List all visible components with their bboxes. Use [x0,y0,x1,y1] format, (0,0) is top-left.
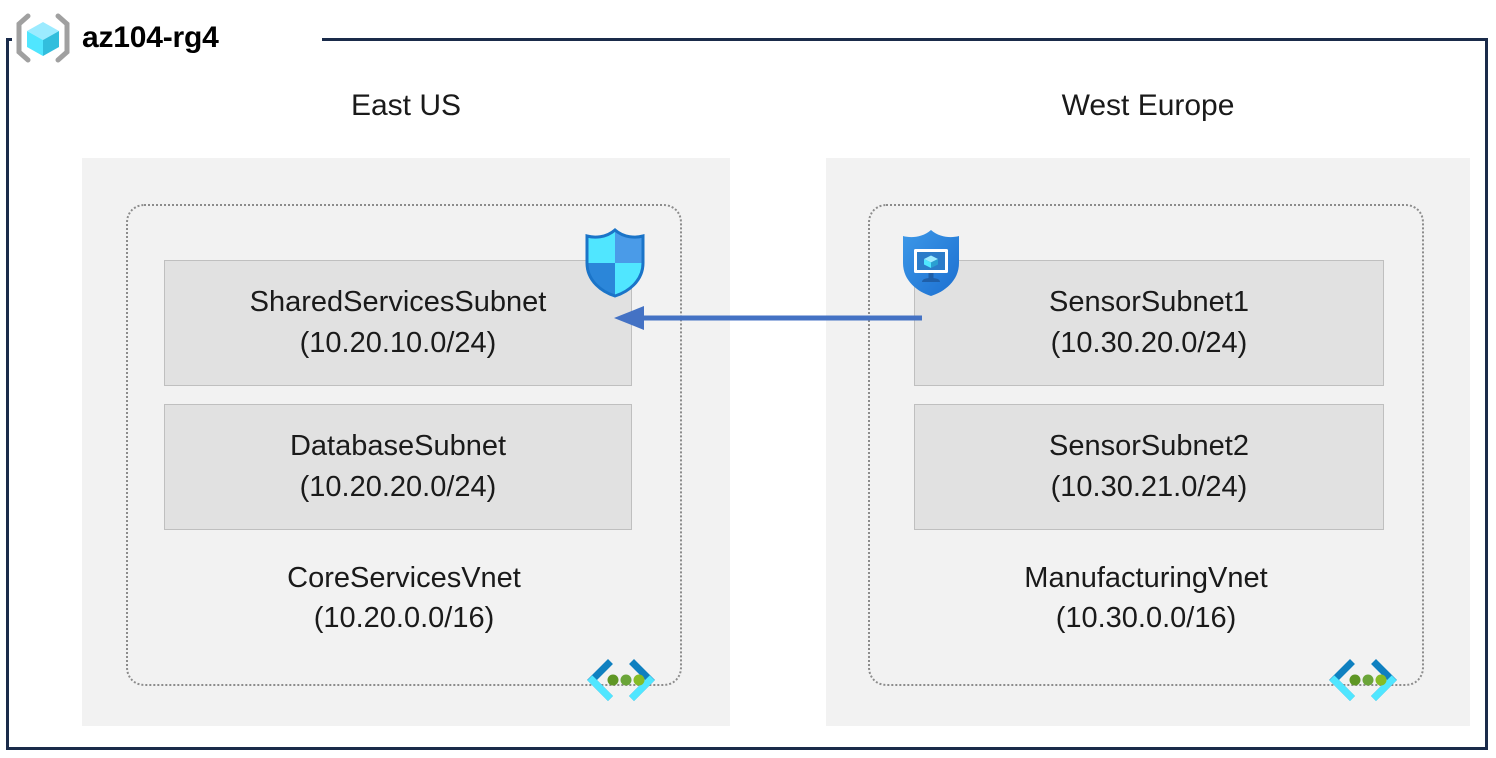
region-west-europe: West Europe [826,86,1470,126]
subnet-cidr-sensor-2: (10.30.21.0/24) [1050,471,1248,503]
vnet-core-services[interactable]: CoreServicesVnet (10.20.0.0/16) [126,204,682,701]
region-east-us: East US [82,86,730,126]
subnet-sensor-1[interactable]: SensorSubnet1 (10.30.20.0/24) [914,260,1384,386]
subnet-name-database: DatabaseSubnet [289,430,507,462]
region-label-west-europe: West Europe [1061,89,1235,122]
subnet-name-sensor-2: SensorSubnet2 [1049,430,1249,462]
vnet-name-core-services: CoreServicesVnet [287,562,521,594]
subnet-shared-services[interactable]: SharedServicesSubnet (10.20.10.0/24) [164,260,632,386]
subnet-cidr-shared-services: (10.20.10.0/24) [299,327,497,359]
vnet-name-manufacturing: ManufacturingVnet [1024,562,1268,594]
subnet-database[interactable]: DatabaseSubnet (10.20.20.0/24) [164,404,632,530]
vnet-manufacturing[interactable]: ManufacturingVnet (10.30.0.0/16) [868,204,1424,701]
resource-group-title: az104-rg4 [14,8,219,68]
network-security-group-shield-icon[interactable] [898,227,964,299]
subnet-name-sensor-1: SensorSubnet1 [1049,286,1249,318]
vnet-cidr-core-services: (10.20.0.0/16) [313,602,495,634]
vnet-subnet-icon [1328,658,1398,702]
vnet-peering-arrow[interactable] [600,296,930,330]
azure-firewall-shield-icon[interactable] [582,227,648,299]
resource-group-name: az104-rg4 [82,21,219,54]
vnet-cidr-manufacturing: (10.30.0.0/16) [1055,602,1237,634]
vnet-subnet-icon [586,658,656,702]
resource-group-frame [6,38,1488,750]
azure-resource-group-cube-icon [14,12,72,64]
region-label-east-us: East US [350,89,462,122]
subnet-sensor-2[interactable]: SensorSubnet2 (10.30.21.0/24) [914,404,1384,530]
subnet-cidr-sensor-1: (10.30.20.0/24) [1050,327,1248,359]
resource-group-title-background [12,4,322,72]
subnet-cidr-database: (10.20.20.0/24) [299,471,497,503]
subnet-name-shared-services: SharedServicesSubnet [249,286,547,318]
